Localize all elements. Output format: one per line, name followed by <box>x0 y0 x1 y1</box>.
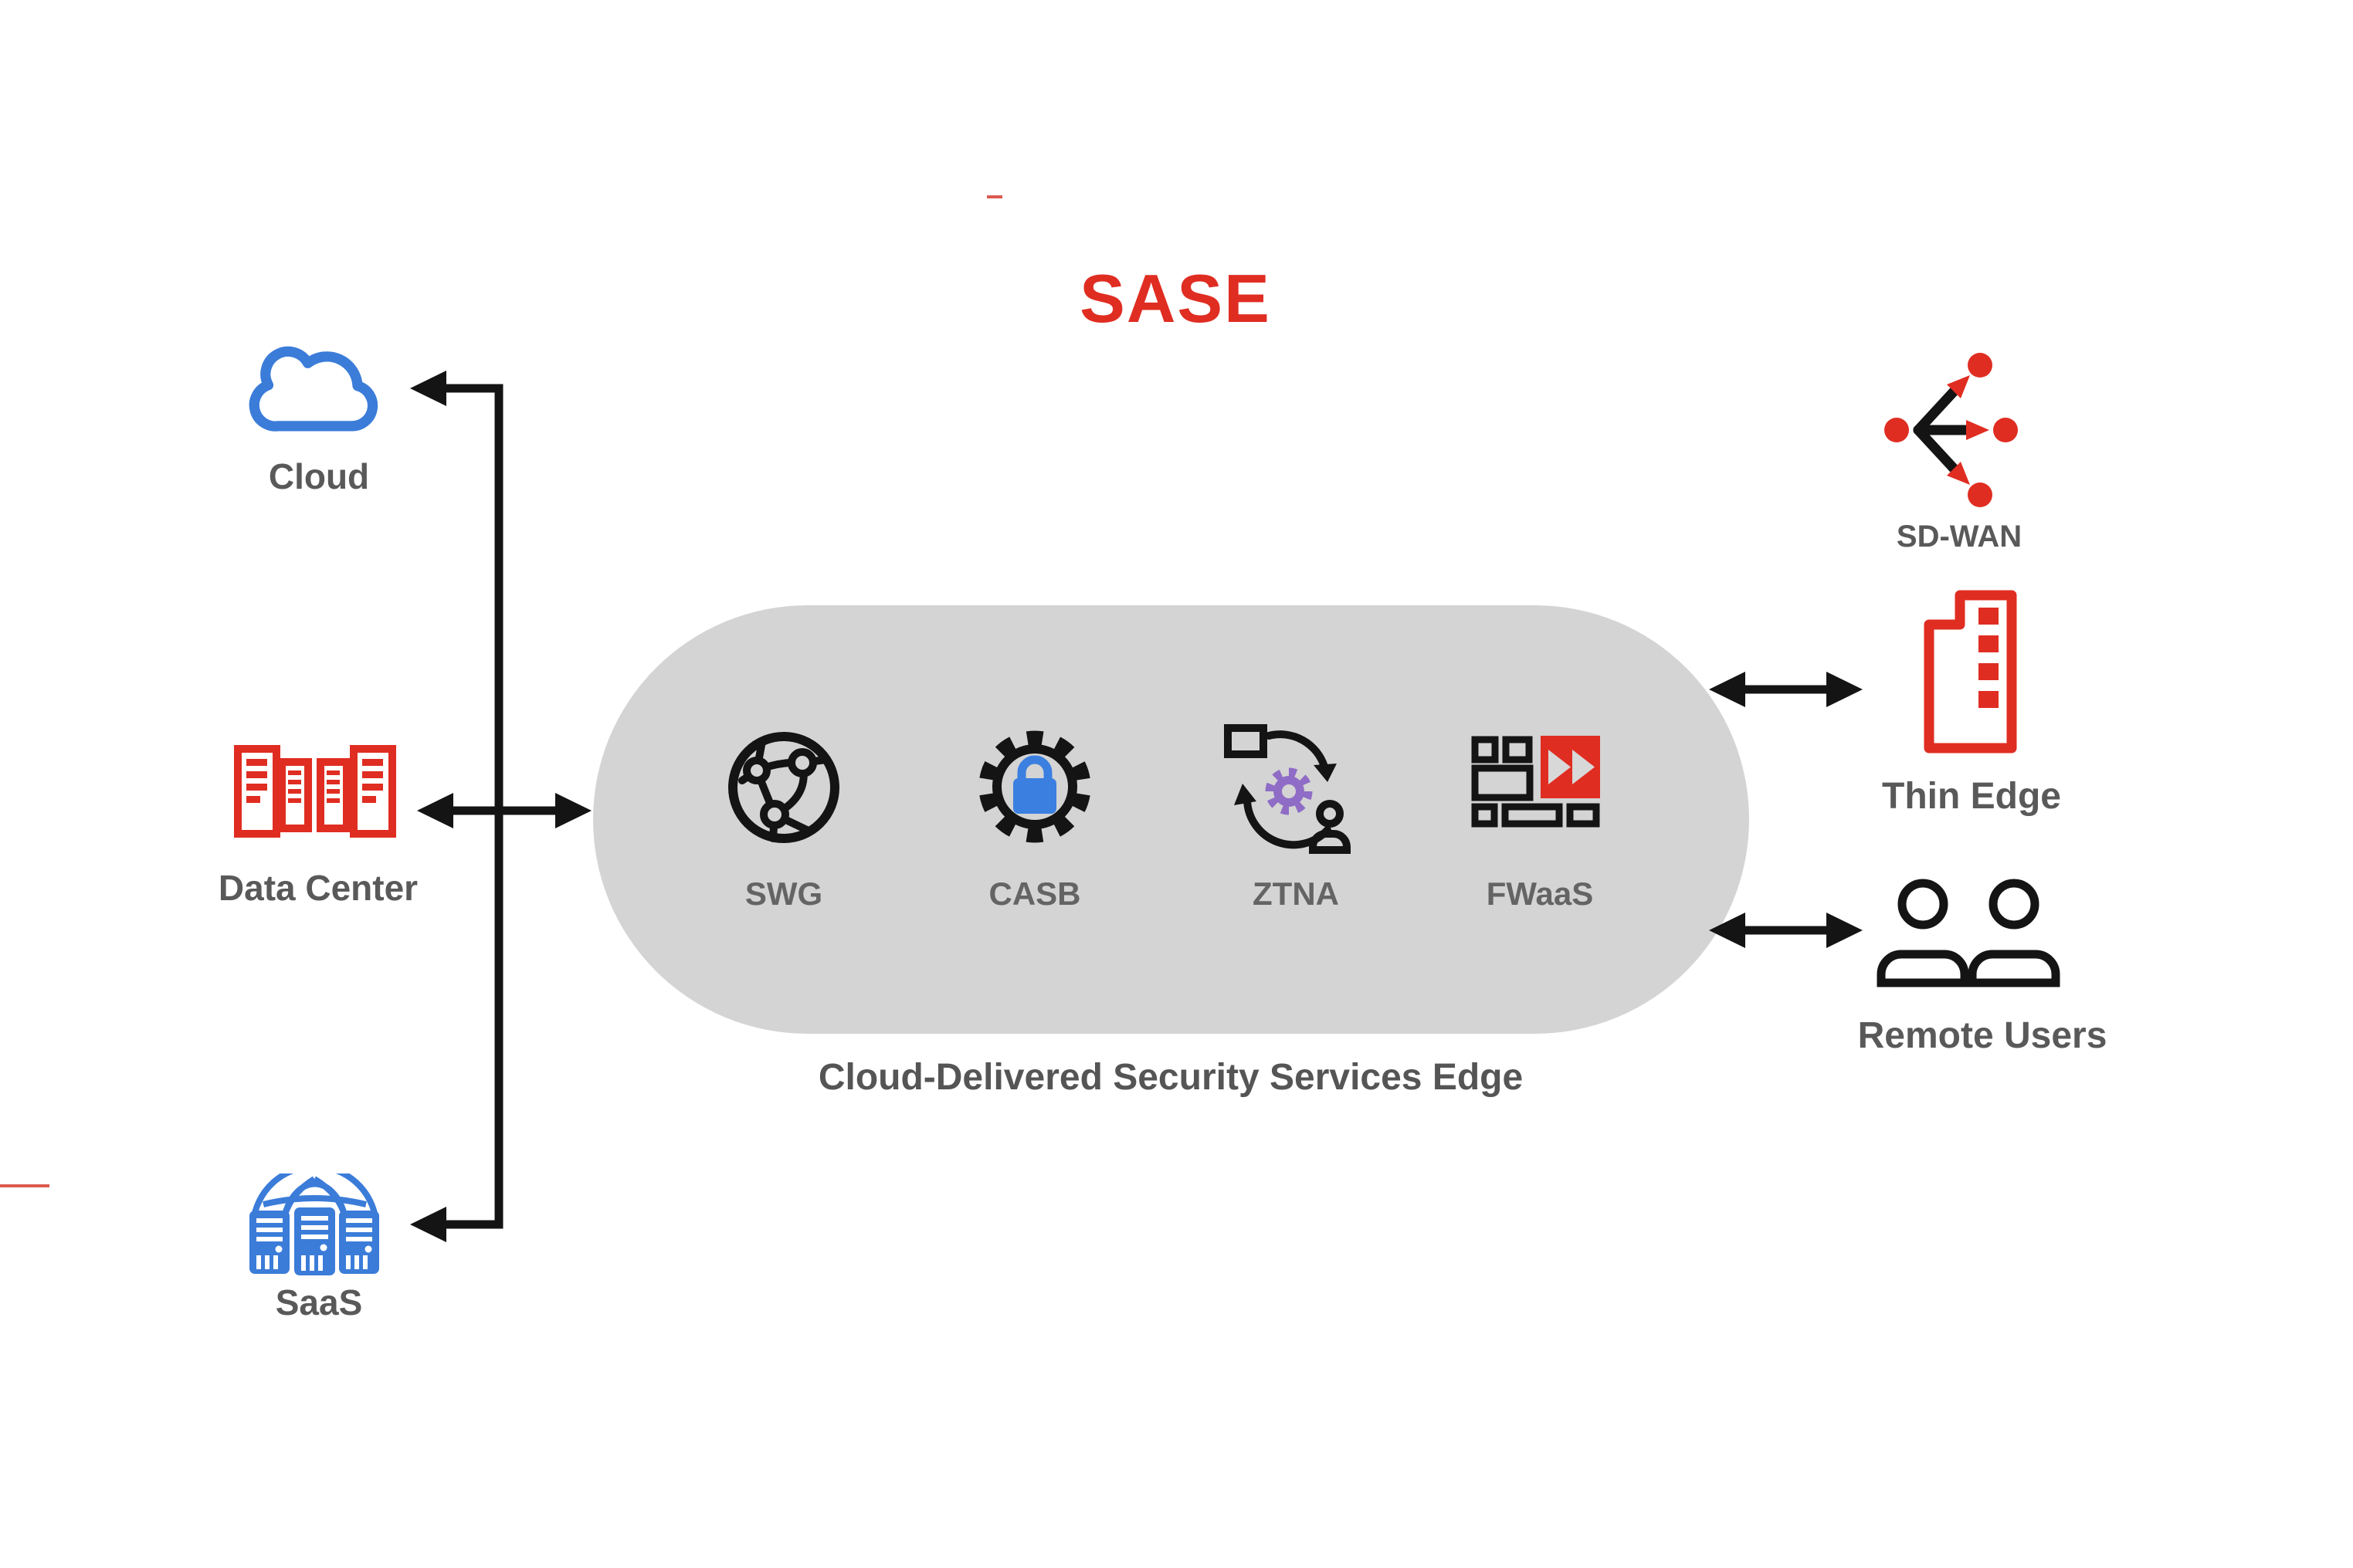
node-label-sd-wan: SD-WAN <box>1896 520 2022 554</box>
pill-caption: Cloud-Delivered Security Services Edge <box>818 1057 1524 1098</box>
branching-arrows-icon <box>1884 353 2019 507</box>
node-label-saas: SaaS <box>275 1282 363 1322</box>
stray-dash-left <box>0 1184 49 1187</box>
node-label-cloud: Cloud <box>268 456 370 496</box>
edge-building-icon <box>1923 589 2018 754</box>
stray-dash-top <box>987 195 1002 198</box>
service-label-swg: SWG <box>744 875 823 912</box>
network-globe-icon <box>722 726 846 849</box>
node-label-data-center: Data Center <box>218 868 419 908</box>
service-label-casb: CASB <box>988 875 1081 912</box>
security-services-pill: SWG CASB <box>593 605 1749 1034</box>
node-label-remote-users: Remote Users <box>1857 1015 2107 1056</box>
server-racks-icon <box>234 745 396 845</box>
gear-lock-icon <box>968 720 1103 855</box>
firewall-fastforward-icon <box>1471 736 1600 828</box>
service-label-ztna: ZTNA <box>1253 875 1339 912</box>
service-label-fwaas: FWaaS <box>1486 875 1594 912</box>
node-label-thin-edge: Thin Edge <box>1882 776 2061 817</box>
cloud-icon <box>243 341 390 438</box>
zero-trust-cycle-icon <box>1224 722 1359 857</box>
two-users-icon <box>1875 876 2076 988</box>
saas-globe-servers-icon <box>243 1173 386 1278</box>
diagram-title: SASE <box>1080 260 1271 337</box>
